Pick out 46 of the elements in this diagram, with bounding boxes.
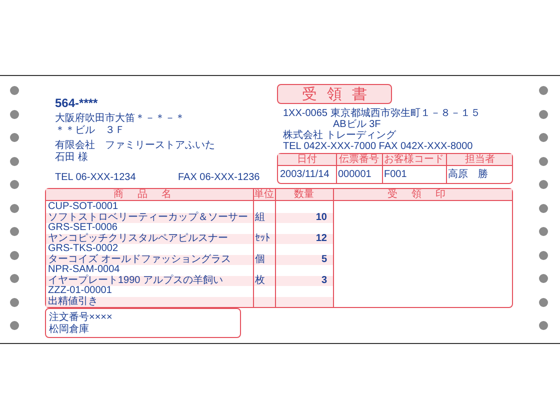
company-name: 株式会社 トレーディング xyxy=(283,130,396,141)
column-header: 担当者 xyxy=(464,155,496,165)
column-header: 日付 xyxy=(296,155,318,165)
note-box xyxy=(45,308,241,338)
column-header: お客様コード xyxy=(383,155,445,165)
product-name: イヤープレート1990 アルプスの羊飼い xyxy=(48,276,224,286)
product-code: NPR-SAM-0004 xyxy=(48,265,120,275)
quantity-value: 10 xyxy=(314,212,327,223)
contact-numbers: TEL 042X-XXX-7000 FAX 042X-XXX-8000 xyxy=(283,141,473,152)
column-header: 伝票番号 xyxy=(338,155,380,165)
product-name: ヤンコピッチクリスタルペアピルスナー xyxy=(48,234,228,244)
product-name: ソフトストロベリーティーカップ＆ソーサー xyxy=(48,212,248,223)
address-text: ABビル 3F xyxy=(333,119,381,130)
product-name: 出精値引き xyxy=(48,296,98,307)
postal-code: 564-**** xyxy=(55,98,98,109)
product-code: GRS-TKS-0002 xyxy=(48,244,118,254)
recipient-name: 石田 様 xyxy=(55,152,88,163)
column-header: 単位 xyxy=(253,190,275,200)
date-value: 2003/11/14 xyxy=(280,169,330,180)
address-text: ＊＊ビル ３Ｆ xyxy=(55,125,125,136)
title-text: 受領書 xyxy=(301,86,378,103)
customer-name: 有限会社 ファミリーストアふいた xyxy=(55,140,215,151)
fax-number: FAX 06-XXX-1236 xyxy=(178,172,260,183)
address-text: 大阪府吹田市大笛＊－＊－＊ xyxy=(55,113,185,124)
quantity-value: 5 xyxy=(320,254,327,265)
note-text: 松岡倉庫 xyxy=(49,324,89,335)
column-header: 受領印 xyxy=(386,190,460,200)
product-name: ターコイズ オールドファッショングラス xyxy=(48,254,231,265)
title-box xyxy=(277,84,392,104)
quantity-value: 3 xyxy=(320,276,327,286)
unit-text: 組 xyxy=(255,212,265,223)
unit-text: 枚 xyxy=(255,276,265,286)
product-code: GRS-SET-0006 xyxy=(48,223,118,233)
address-text: 1XX-0065 東京都城西市弥生町１－８－１５ xyxy=(283,108,480,119)
customer-code: F001 xyxy=(384,169,407,180)
slip-number: 000001 xyxy=(338,169,372,180)
unit-text: 個 xyxy=(255,254,265,265)
column-header: 商品名 xyxy=(112,190,186,200)
column-header: 数量 xyxy=(293,190,315,200)
unit-text: ｾｯﾄ xyxy=(255,234,270,244)
product-code: CUP-SOT-0001 xyxy=(48,202,118,212)
staff-name: 高原 勝 xyxy=(448,169,488,180)
note-text: 注文番号×××× xyxy=(49,312,112,323)
quantity-value: 12 xyxy=(314,234,327,244)
phone-number: TEL 06-XXX-1234 xyxy=(55,172,136,183)
product-code: ZZZ-01-00001 xyxy=(48,286,112,296)
